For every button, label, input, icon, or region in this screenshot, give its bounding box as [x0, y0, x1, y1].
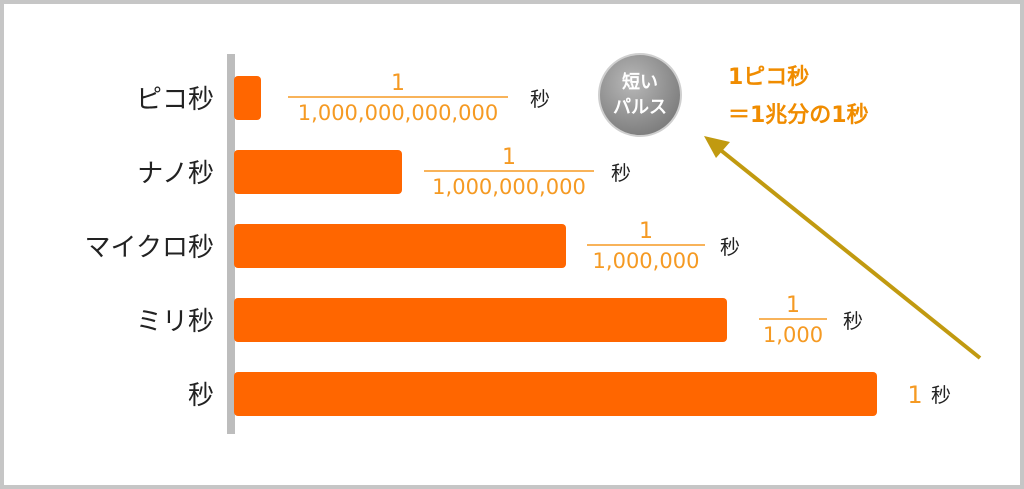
- unit-label: 秒: [931, 383, 951, 407]
- fraction-numerator: 1: [786, 293, 800, 318]
- note-line: 1ピコ秒: [728, 65, 809, 90]
- fraction-denominator: 1,000: [763, 323, 823, 347]
- badge-line: パルス: [613, 97, 667, 118]
- fraction-numerator: 1: [502, 145, 516, 170]
- category-label: マイクロ秒: [85, 233, 214, 263]
- badge-line: 短い: [622, 71, 658, 93]
- picosecond-note: 1ピコ秒 ＝1兆分の1秒: [728, 65, 869, 128]
- category-label: 秒: [188, 381, 214, 411]
- note-line: ＝1兆分の1秒: [728, 103, 869, 128]
- category-label: ミリ秒: [136, 307, 214, 337]
- fraction-numerator: 1: [639, 219, 653, 244]
- arrow-head: [704, 136, 730, 158]
- bar: [234, 224, 566, 268]
- pointer-arrow: [704, 136, 982, 360]
- fraction-numerator: 1: [907, 381, 922, 409]
- y-axis-line: [227, 54, 235, 434]
- value-label: 1 1,000 秒: [759, 293, 863, 347]
- category-label: ピコ秒: [136, 85, 214, 115]
- fraction-denominator: 1,000,000: [593, 249, 700, 273]
- arrow-shaft: [716, 146, 982, 360]
- unit-label: 秒: [843, 309, 863, 333]
- unit-label: 秒: [530, 87, 550, 111]
- badge-circle: [598, 53, 682, 137]
- fraction-numerator: 1: [391, 71, 405, 96]
- value-label: 1 1,000,000,000,000 秒: [288, 71, 550, 125]
- fraction-denominator: 1,000,000,000,000: [298, 101, 498, 125]
- bar: [234, 76, 261, 120]
- bar: [234, 150, 402, 194]
- value-label: 1 1,000,000,000 秒: [424, 145, 631, 199]
- category-label: ナノ秒: [137, 159, 214, 189]
- unit-label: 秒: [720, 235, 740, 259]
- bar: [234, 372, 877, 416]
- unit-label: 秒: [611, 161, 631, 185]
- bar: [234, 298, 727, 342]
- fraction-denominator: 1,000,000,000: [432, 175, 586, 199]
- value-label: 1 1,000,000 秒: [587, 219, 740, 273]
